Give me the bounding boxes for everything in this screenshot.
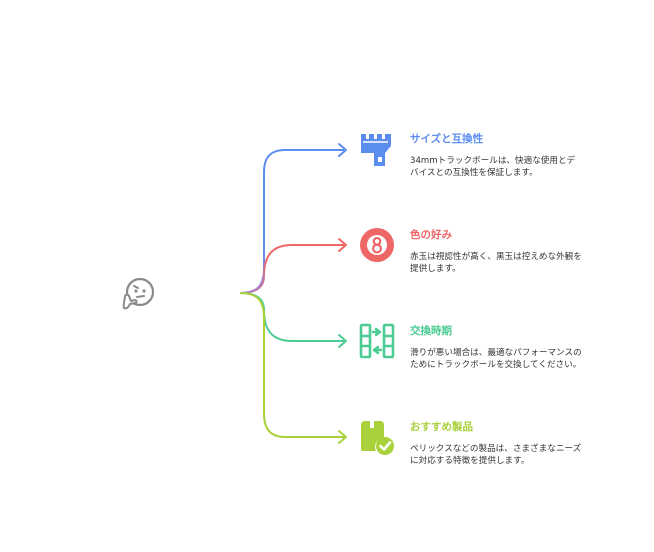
product-check-icon <box>361 421 394 455</box>
item-desc-products-line2: に対応する特徴を提供します。 <box>410 456 530 466</box>
item-desc-size-line1: 34mmトラックボールは、快適な使用とデ <box>410 156 576 166</box>
item-desc-size: 34mmトラックボールは、快適な使用とデ バイスとの互換性を保証します。 <box>410 155 625 179</box>
item-desc-replace: 滑りが悪い場合は、最適なパフォーマンスの ためにトラックボールを交換してください… <box>410 347 625 371</box>
item-title-color: 色の好み <box>410 229 452 241</box>
ruler-icon <box>361 134 391 166</box>
arrowhead-size <box>338 143 347 157</box>
connector-products <box>239 292 344 438</box>
arrowhead-color <box>338 238 347 252</box>
item-desc-replace-line2: ためにトラックボールを交換してください。 <box>410 360 582 370</box>
connector-size <box>239 149 344 294</box>
eight-ball-icon <box>360 228 394 262</box>
item-desc-color-line1: 赤玉は視認性が高く、黒玉は控えめな外観を <box>410 252 582 262</box>
arrowhead-replace <box>338 334 347 348</box>
item-desc-products: ペリックスなどの製品は、さまざまなニーズ に対応する特徴を提供します。 <box>410 443 625 467</box>
item-title-size: サイズと互換性 <box>410 133 484 145</box>
connector-color <box>239 244 344 294</box>
item-title-replace: 交換時期 <box>410 325 452 337</box>
item-title-products: おすすめ製品 <box>410 421 473 433</box>
thinking-face-icon <box>122 277 155 310</box>
item-desc-color-line2: 提供します。 <box>410 264 461 274</box>
connector-replace <box>239 292 344 342</box>
item-desc-products-line1: ペリックスなどの製品は、さまざまなニーズ <box>410 444 582 454</box>
arrowhead-products <box>338 430 347 444</box>
item-desc-color: 赤玉は視認性が高く、黒玉は控えめな外観を 提供します。 <box>410 251 625 275</box>
item-desc-replace-line1: 滑りが悪い場合は、最適なパフォーマンスの <box>410 348 582 358</box>
swap-columns-icon <box>359 323 395 359</box>
item-desc-size-line2: バイスとの互換性を保証します。 <box>410 168 538 178</box>
